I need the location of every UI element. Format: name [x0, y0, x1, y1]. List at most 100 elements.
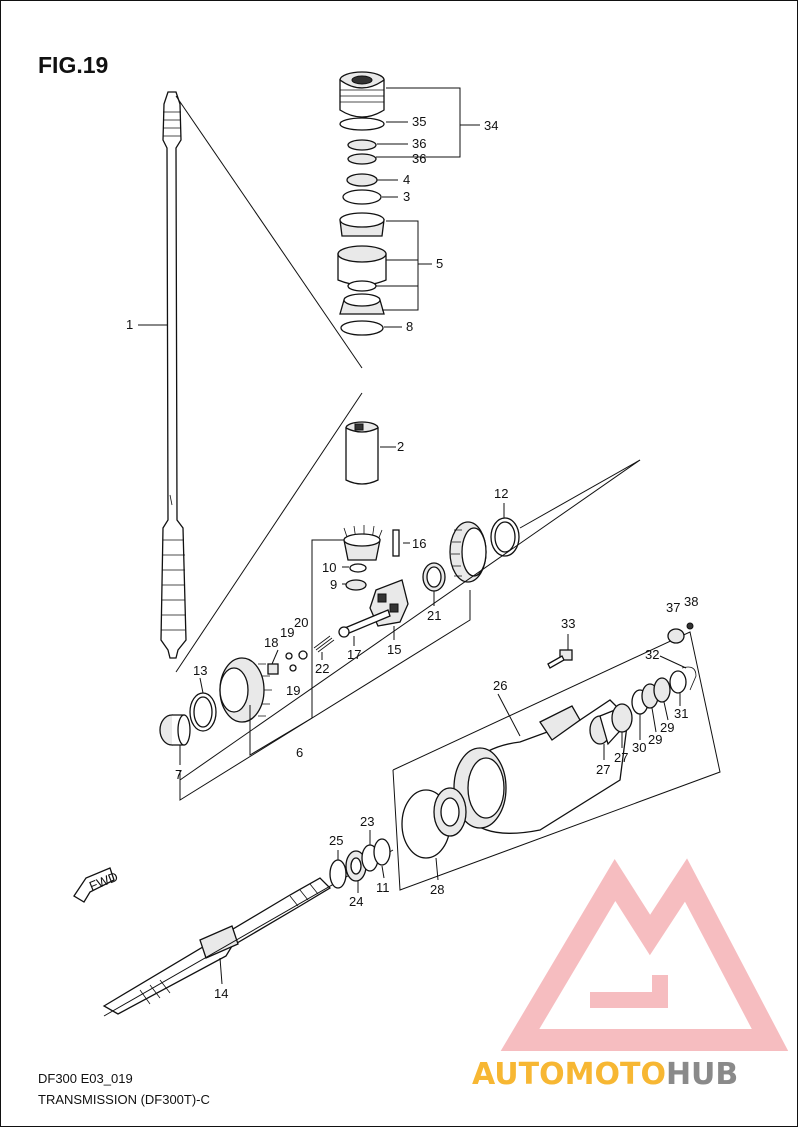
callout-19-lower: 19	[286, 683, 300, 698]
fwd-label: FWD	[87, 869, 120, 894]
leader	[663, 701, 669, 721]
callout-21: 21	[427, 608, 441, 623]
callout-23: 23	[360, 814, 374, 829]
needle-bearing-part-7	[159, 714, 191, 746]
watermark-part1: AUTOMOTO	[472, 1057, 666, 1092]
clutch-ring-part-21	[422, 562, 446, 592]
pinion-gear-part	[343, 525, 383, 561]
callout-31: 31	[674, 706, 688, 721]
callout-9: 9	[330, 577, 337, 592]
bolt-part-33	[547, 649, 573, 669]
callout-26: 26	[493, 678, 507, 693]
forward-bevel-gear-part	[449, 521, 487, 583]
callout-5: 5	[436, 256, 443, 271]
ball-part-19	[289, 664, 297, 672]
shim-part-11	[373, 838, 391, 866]
pin-part-16	[392, 529, 400, 557]
callout-20: 20	[294, 615, 308, 630]
oil-seal-part-35	[339, 117, 385, 131]
leader	[199, 677, 204, 694]
callout-11: 11	[376, 880, 390, 895]
tapered-bearing-part-5	[337, 212, 387, 315]
bracket-34	[376, 87, 461, 158]
callout-10: 10	[322, 560, 336, 575]
bearing-housing-part-34	[339, 71, 385, 118]
automotohub-logo	[500, 858, 789, 1051]
callout-27-right: 27	[614, 750, 628, 765]
leader	[271, 649, 279, 665]
callout-4: 4	[403, 172, 410, 187]
oil-seal-part-36	[347, 153, 377, 165]
callout-22: 22	[315, 661, 329, 676]
guide-line	[179, 459, 641, 781]
callout-17: 17	[347, 647, 361, 662]
callout-32: 32	[645, 647, 659, 662]
circlip-part-8	[340, 320, 384, 336]
shim-part-4	[346, 173, 378, 187]
spring-part-22	[313, 635, 335, 653]
leader	[219, 957, 223, 985]
shim-part-13	[189, 692, 217, 732]
figure-caption: TRANSMISSION (DF300T)-C	[38, 1092, 210, 1107]
callout-13: 13	[193, 663, 207, 678]
bolt-part-18	[267, 663, 279, 675]
callout-6: 6	[296, 745, 303, 760]
bracket-6	[249, 539, 344, 756]
propeller-shaft-part-14	[102, 877, 332, 1015]
reverse-gear-part	[219, 657, 272, 723]
watermark-part2: HUB	[666, 1057, 738, 1092]
washer-part-3	[342, 189, 382, 205]
shim-ring-part-12	[490, 517, 520, 557]
callout-24: 24	[349, 894, 363, 909]
callout-25: 25	[329, 833, 343, 848]
callout-2: 2	[397, 439, 404, 454]
housing-group-outline	[392, 631, 721, 891]
leader	[381, 865, 385, 879]
guide-line	[175, 392, 363, 673]
nut-part-9	[345, 579, 367, 591]
callout-16: 16	[412, 536, 426, 551]
cap-part-37	[667, 628, 685, 644]
bracket-7	[179, 590, 471, 801]
guide-line	[175, 95, 363, 369]
callout-28: 28	[430, 882, 444, 897]
leader	[651, 707, 657, 733]
callout-34: 34	[484, 118, 498, 133]
figure-title: FIG.19	[38, 52, 108, 78]
circlip-part-31	[669, 670, 687, 694]
callout-35: 35	[412, 114, 426, 129]
oil-seal-part-36	[347, 139, 377, 151]
callout-8: 8	[406, 319, 413, 334]
seal-part-29	[653, 677, 671, 703]
callout-18: 18	[264, 635, 278, 650]
callout-14: 14	[214, 986, 228, 1001]
bracket-5	[382, 220, 419, 311]
callout-36-upper: 36	[412, 136, 426, 151]
leader	[435, 857, 439, 881]
callout-30: 30	[632, 740, 646, 755]
callout-3: 3	[403, 189, 410, 204]
figure-code: DF300 E03_019	[38, 1071, 133, 1086]
callout-33: 33	[561, 616, 575, 631]
ball-bearing-part-28	[401, 787, 467, 859]
callout-1: 1	[126, 317, 133, 332]
screw-part-38	[686, 622, 694, 630]
bearing-part-24	[345, 850, 367, 882]
leader	[497, 693, 521, 737]
ball-part-19	[285, 652, 293, 660]
watermark-text: AUTOMOTOHUB	[472, 1057, 738, 1092]
callout-19-upper: 19	[280, 625, 294, 640]
driveshaft-part	[160, 91, 187, 659]
bushing-part-2	[345, 421, 379, 485]
callout-37: 37	[666, 600, 680, 615]
fwd-arrow-icon: FWD	[73, 867, 120, 903]
callout-29-upper: 29	[660, 720, 674, 735]
callout-7: 7	[175, 767, 182, 782]
callout-36-lower: 36	[412, 151, 426, 166]
callout-27-left: 27	[596, 762, 610, 777]
guide-line	[519, 459, 641, 529]
callout-12: 12	[494, 486, 508, 501]
